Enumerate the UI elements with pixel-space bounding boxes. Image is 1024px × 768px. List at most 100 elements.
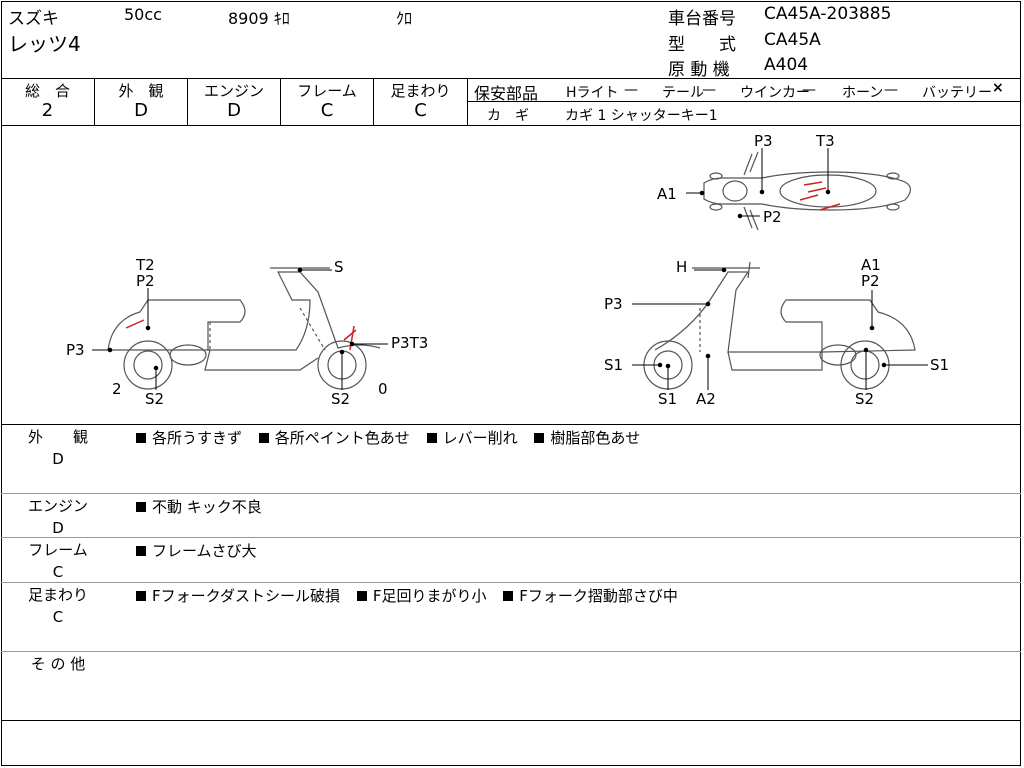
safety-divider [467, 101, 1021, 102]
bullet-square-icon [136, 546, 146, 556]
top-label-t3: T3 [815, 132, 835, 150]
left-label-s2b: S2 [331, 390, 350, 408]
section-suspension-label: 足まわり [27, 586, 88, 604]
section-suspension-notes: Fフォークダストシール破損 F足回りまがり小 Fフォーク摺動部さび中 [136, 585, 690, 606]
grade-sep [187, 78, 188, 125]
right-label-p3: P3 [604, 295, 623, 313]
winker-mark: — [802, 82, 816, 98]
left-label-num0: 0 [378, 380, 388, 398]
left-label-s2a: S2 [145, 390, 164, 408]
maker: スズキ [8, 9, 59, 29]
section-suspension-grade: C [52, 608, 64, 626]
scooter-diagram: P3 T3 A1 P2 T2 P2 S P3 P3T3 2 S2 S2 0 H … [66, 132, 949, 408]
safety-parts-title: 保安部品 [474, 84, 539, 103]
section-exterior-label: 外 観 [27, 428, 88, 446]
key-value: カギ 1 シャッターキー1 [565, 108, 718, 124]
bullet-square-icon [136, 591, 146, 601]
bullet-square-icon [426, 433, 437, 443]
top-label-a1: A1 [657, 185, 677, 203]
section-engine: エンジン D [18, 495, 98, 539]
section-divider [1, 582, 1021, 583]
diagram-divider [1, 424, 1021, 425]
grade-engine-value: D [227, 100, 241, 121]
note-item: Fフォーク摺動部さび中 [503, 587, 678, 605]
section-frame: フレーム C [18, 539, 98, 583]
section-exterior: 外 観 D [18, 426, 98, 470]
grade-overall-label: 総 合 [24, 82, 70, 100]
section-engine-notes: 不動 キック不良 [136, 496, 274, 517]
grade-frame-label: フレーム [297, 82, 357, 100]
grade-exterior-label: 外 観 [118, 82, 164, 100]
section-engine-grade: D [52, 519, 64, 537]
grade-sep [94, 78, 95, 125]
grade-exterior-value: D [134, 100, 148, 121]
section-divider [1, 493, 1021, 494]
battery-mark: × [992, 80, 1004, 96]
right-label-s2: S2 [855, 390, 874, 408]
damage-marks [125, 181, 841, 351]
grade-sep [467, 78, 468, 125]
grade-divider [1, 125, 1021, 126]
bullet-square-icon [356, 591, 367, 601]
note-item: 不動 キック不良 [136, 498, 262, 516]
section-other: そ の 他 [18, 653, 98, 675]
grade-engine-label: エンジン [203, 82, 264, 100]
left-label-num2: 2 [112, 380, 122, 398]
bullet-square-icon [503, 591, 514, 601]
model-name: レッツ4 [8, 32, 81, 56]
left-label-p3: P3 [66, 341, 85, 359]
scooter-left-view [107, 267, 381, 390]
section-exterior-notes: 各所うすきず 各所ペイント色あせ レバー削れ 樹脂部色あせ [136, 427, 652, 448]
type-value: CA45A [764, 30, 821, 50]
left-label-p3t3: P3T3 [391, 334, 428, 352]
grade-sep [373, 78, 374, 125]
taillight-name: テール [662, 85, 704, 101]
right-label-s1b: S1 [658, 390, 677, 408]
top-label-p2: P2 [763, 208, 782, 226]
horn-mark: — [884, 82, 898, 98]
note-item: レバー削れ [426, 429, 518, 447]
scooter-top-view [703, 151, 912, 231]
bullet-square-icon [534, 433, 545, 443]
note-item: Fフォークダストシール破損 [136, 587, 340, 605]
right-label-s1c: S1 [930, 356, 949, 374]
grade-overall-value: 2 [41, 100, 54, 121]
note-item: 各所ペイント色あせ [258, 429, 410, 447]
section-other-label: そ の 他 [30, 655, 86, 673]
note-item: フレームさび大 [136, 542, 257, 560]
horn-name: ホーン [842, 85, 884, 101]
section-divider [1, 651, 1021, 652]
right-label-s1a: S1 [604, 356, 623, 374]
right-label-p2: P2 [861, 272, 880, 290]
grade-frame-value: C [320, 100, 334, 121]
bullet-square-icon [258, 433, 269, 443]
section-divider [1, 720, 1021, 721]
winker-name: ウインカー [740, 85, 810, 101]
color: ｸﾛ [396, 9, 413, 28]
left-label-s: S [334, 258, 344, 276]
section-suspension: 足まわり C [18, 584, 98, 628]
grade-sep [280, 78, 281, 125]
grade-suspension-value: C [414, 100, 427, 121]
right-label-h: H [676, 258, 687, 276]
note-item: F足回りまがり小 [356, 587, 486, 605]
battery-name: バッテリー [922, 85, 992, 101]
section-exterior-grade: D [52, 450, 64, 468]
taillight-mark: — [702, 82, 716, 98]
type-label: 型 式 [668, 35, 736, 55]
engine-value: A404 [764, 55, 809, 75]
note-item: 樹脂部色あせ [534, 429, 640, 447]
right-label-a2: A2 [696, 390, 716, 408]
section-divider [1, 537, 1021, 538]
top-label-p3: P3 [754, 132, 773, 150]
note-item: 各所うすきず [136, 429, 242, 447]
bullet-square-icon [136, 502, 146, 512]
headlight-mark: — [624, 82, 638, 98]
grade-suspension-label: 足まわり [390, 82, 451, 100]
key-label: カ ギ [487, 108, 529, 124]
right-label-a1: A1 [861, 256, 881, 274]
left-label-p2: P2 [136, 272, 155, 290]
section-frame-notes: フレームさび大 [136, 540, 269, 561]
section-frame-label: フレーム [28, 541, 88, 559]
